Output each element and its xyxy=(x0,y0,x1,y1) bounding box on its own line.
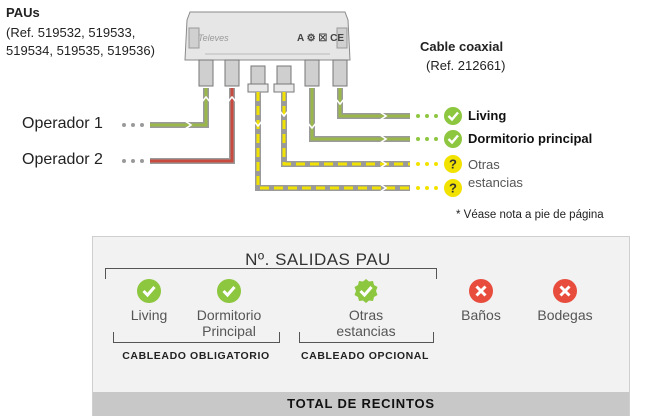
group-obligatorio: CABLEADO OBLIGATORIO xyxy=(122,350,270,362)
operador-1-cable xyxy=(150,88,209,128)
panel-item-label: Living xyxy=(130,307,168,323)
svg-text:?: ? xyxy=(449,157,457,172)
panel-item-living: Living xyxy=(109,307,189,323)
opcional-bracket xyxy=(299,332,434,343)
output-dormitorio: Dormitorio principal xyxy=(468,131,593,146)
living-check-icon xyxy=(444,107,462,125)
svg-text:?: ? xyxy=(449,181,457,196)
device-brand: Televes xyxy=(198,33,229,43)
operador-1-label: Operador 1 xyxy=(22,115,103,132)
footnote: * Véase nota a pie de página xyxy=(456,209,604,221)
panel-item-label: Otras xyxy=(348,307,384,323)
operador-2-cable xyxy=(150,88,235,164)
otras-question-icon-2: ? xyxy=(444,179,462,197)
output-otras-line1: Otras xyxy=(468,157,500,172)
living-cable xyxy=(337,88,410,119)
panel-living-check-icon xyxy=(137,279,161,303)
paus-refs-line1: (Ref. 519532, 519533, xyxy=(6,25,136,40)
panel-dormitorio-check-icon xyxy=(217,279,241,303)
panel-banos-cross-icon xyxy=(469,279,493,303)
total-recintos-footer: TOTAL DE RECINTOS xyxy=(93,392,629,416)
dormitorio-cable xyxy=(309,88,410,142)
panel-item-label: Baños xyxy=(461,307,501,323)
panel-item-bodegas: Bodegas xyxy=(526,307,604,323)
obligatorio-bracket xyxy=(113,332,280,343)
pau-connectors xyxy=(198,59,348,93)
panel-item-label: Dormitorio xyxy=(196,307,262,323)
cable-ref: (Ref. 212661) xyxy=(426,58,506,73)
otras-cable-1 xyxy=(281,92,410,167)
panel-title: Nº. SALIDAS PAU xyxy=(245,250,391,269)
direction-arrows xyxy=(184,95,388,193)
panel-item-otras: Otras estancias xyxy=(321,307,411,339)
dotted-leaders xyxy=(122,114,438,190)
panel-item-label-2: Principal xyxy=(202,323,256,339)
device-marks: A ⚙ ☒ CE xyxy=(297,33,345,44)
output-otras-line2: estancias xyxy=(468,175,523,190)
otras-cable-2 xyxy=(255,92,410,191)
panel-bodegas-cross-icon xyxy=(553,279,577,303)
paus-refs-line2: 519534, 519535, 519536) xyxy=(6,43,155,58)
pau-wiring-diagram: ? ? xyxy=(122,11,462,197)
group-opcional: CABLEADO OPCIONAL xyxy=(300,350,430,362)
panel-item-label: Bodegas xyxy=(537,307,593,323)
panel-item-banos: Baños xyxy=(446,307,516,323)
pau-device xyxy=(184,11,351,61)
pau-outputs-panel xyxy=(92,236,630,416)
cable-title: Cable coaxial xyxy=(420,39,504,54)
panel-item-label-2: estancias xyxy=(336,323,396,339)
panel-otras-check-icon xyxy=(354,279,378,303)
output-living: Living xyxy=(468,108,507,123)
panel-item-dormitorio: Dormitorio Principal xyxy=(183,307,275,339)
dormitorio-check-icon xyxy=(444,130,462,148)
otras-question-icon: ? xyxy=(444,155,462,173)
paus-title: PAUs xyxy=(6,5,40,20)
operador-2-label: Operador 2 xyxy=(22,151,103,168)
panel-top-bracket xyxy=(105,268,437,279)
